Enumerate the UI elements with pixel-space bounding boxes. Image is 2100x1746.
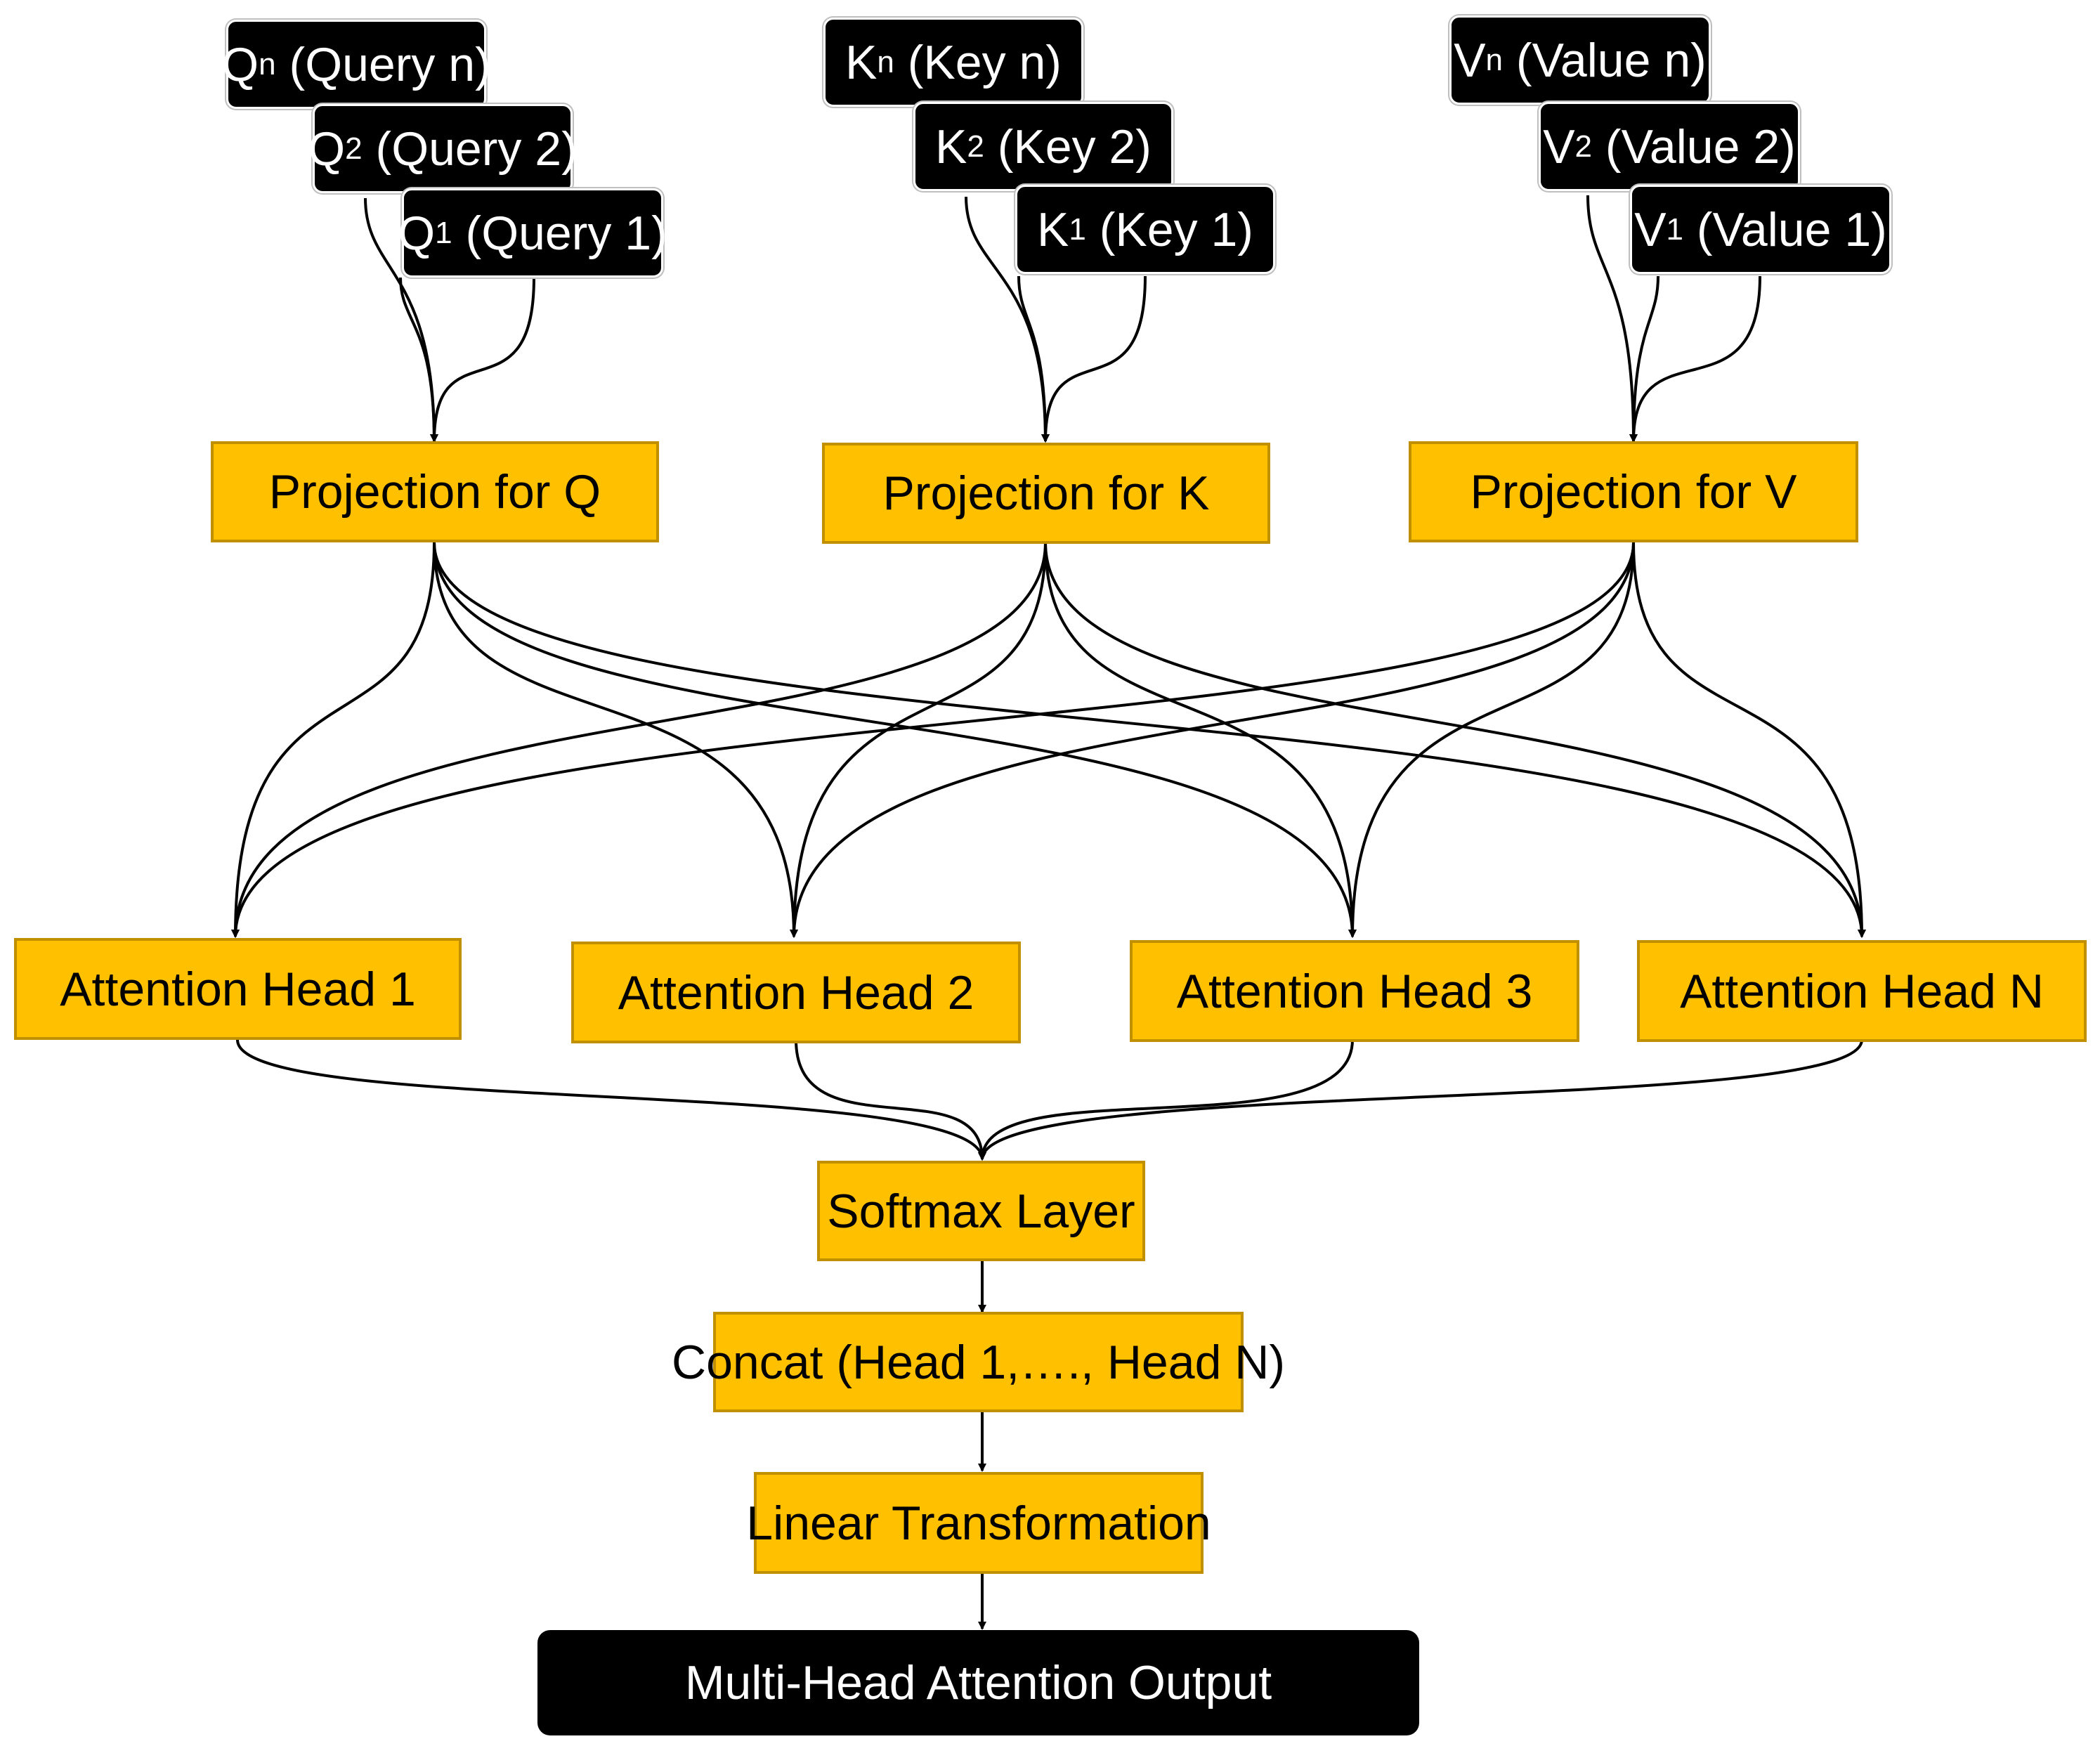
attention-head-3-label: Attention Head 3 <box>1176 964 1533 1018</box>
key-2-label: (Key 2) <box>984 119 1152 174</box>
linear-transformation-box: Linear Transformation <box>746 1472 1211 1574</box>
edge-key-1-to-projection-k <box>1041 275 1147 443</box>
edge-value-n-to-projection-v <box>1586 195 1638 443</box>
edge-proj-q-to-head-3 <box>433 542 1357 938</box>
query-1-symbol: Q <box>398 206 436 260</box>
edge-proj-k-to-head-n <box>1044 542 1866 938</box>
edge-head-2-to-softmax <box>795 1039 986 1161</box>
projection-v-label: Projection for V <box>1470 465 1797 519</box>
softmax-layer-box: Softmax Layer <box>817 1161 1145 1261</box>
query-1-label: (Query 1) <box>452 206 667 260</box>
attention-head-1-label: Attention Head 1 <box>60 962 416 1016</box>
edge-proj-v-to-head-2 <box>790 542 1635 938</box>
key-2-symbol: K <box>935 119 967 174</box>
value-n-symbol: V <box>1454 33 1486 87</box>
value-2-symbol: V <box>1543 119 1575 174</box>
edge-key-2-to-projection-k <box>1017 275 1050 443</box>
query-2-label: (Query 2) <box>362 122 578 176</box>
projection-k-label: Projection for K <box>882 467 1210 520</box>
concat-box: Concat (Head 1,…., Head N) <box>672 1312 1285 1412</box>
key-1-label: (Key 1) <box>1085 202 1253 256</box>
value-1-label: (Value 1) <box>1683 202 1887 256</box>
query-n-label: (Query n) <box>275 37 491 91</box>
projection-q-box: Projection for Q <box>211 441 659 542</box>
edge-query-2-to-projection-q <box>399 277 438 443</box>
value-n-label: (Value n) <box>1503 33 1707 87</box>
attention-head-n-box: Attention Head N <box>1637 940 2087 1042</box>
edge-head-1-to-softmax <box>236 1039 986 1161</box>
key-1-symbol: K <box>1037 202 1069 256</box>
edge-proj-q-to-head-n <box>433 542 1866 938</box>
edge-proj-q-to-head-1 <box>231 542 436 938</box>
multi-head-attention-output-box: Multi-Head Attention Output <box>537 1630 1419 1735</box>
edge-query-1-to-projection-q <box>430 277 535 443</box>
concat-label: Concat (Head 1,…., Head N) <box>671 1335 1286 1389</box>
attention-head-1-box: Attention Head 1 <box>14 938 462 1040</box>
projection-k-box: Projection for K <box>822 443 1270 544</box>
edge-head-3-to-softmax <box>978 1039 1354 1161</box>
key-n-label: (Key n) <box>894 35 1062 89</box>
attention-head-2-box: Attention Head 2 <box>571 942 1021 1043</box>
edge-proj-v-to-head-3 <box>1348 542 1635 938</box>
key-n-symbol: K <box>845 35 878 89</box>
edge-proj-v-to-head-1 <box>231 542 1635 938</box>
edge-value-2-to-projection-v <box>1629 275 1659 443</box>
multi-head-attention-output-label: Multi-Head Attention Output <box>684 1656 1272 1709</box>
edge-proj-v-to-head-n <box>1632 542 1866 938</box>
edge-proj-k-to-head-2 <box>790 542 1047 938</box>
attention-head-2-label: Attention Head 2 <box>618 965 974 1019</box>
attention-head-3-box: Attention Head 3 <box>1130 940 1579 1042</box>
edge-proj-k-to-head-1 <box>231 542 1047 938</box>
query-n-symbol: Q <box>221 37 259 91</box>
edge-head-n-to-softmax <box>978 1039 1863 1161</box>
edge-value-1-to-projection-v <box>1629 275 1761 443</box>
value-1-symbol: V <box>1634 202 1667 256</box>
softmax-layer-label: Softmax Layer <box>827 1184 1135 1238</box>
attention-head-n-label: Attention Head N <box>1680 964 2044 1018</box>
value-2-label: (Value 2) <box>1592 119 1796 174</box>
query-2-symbol: Q <box>308 122 346 176</box>
edge-proj-q-to-head-2 <box>433 542 798 938</box>
projection-q-label: Projection for Q <box>268 465 601 519</box>
linear-transformation-label: Linear Transformation <box>746 1496 1211 1550</box>
edge-proj-k-to-head-3 <box>1044 542 1357 938</box>
projection-v-box: Projection for V <box>1409 441 1858 542</box>
